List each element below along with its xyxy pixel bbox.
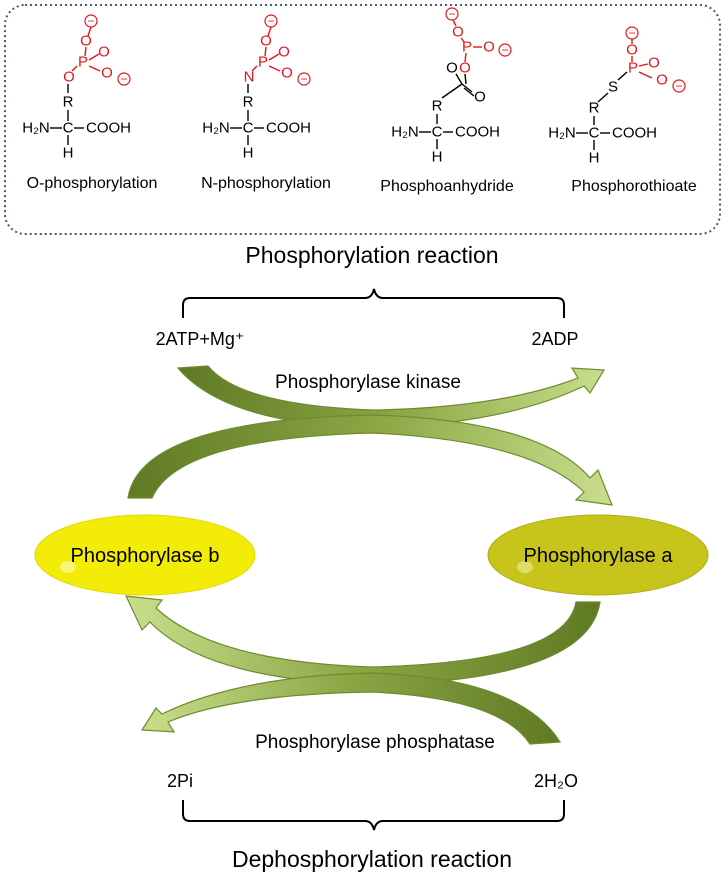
arrow-a-to-b (125, 595, 601, 686)
molecule-name: N-phosphorylation (201, 175, 331, 192)
phosphate-group: − O P O O − (625, 26, 686, 93)
svg-text:C: C (432, 124, 443, 141)
reactant-top-left: 2ATP+Mg⁺ (156, 329, 245, 349)
svg-text:−: − (675, 79, 682, 93)
molecule-o-phosphorylation: − O P O O − O R H₂N C COOH H O-phosphory… (22, 14, 157, 192)
svg-text:O: O (626, 42, 638, 59)
reactant-bottom-left: 2Pi (167, 771, 193, 791)
molecules-panel (4, 4, 721, 235)
svg-text:COOH: COOH (455, 124, 500, 141)
svg-text:COOH: COOH (86, 120, 131, 137)
molecule-phosphoanhydride: − O P O − O O O R H₂N C COOH H Phosphoan… (380, 7, 514, 195)
svg-text:H₂N: H₂N (391, 124, 419, 141)
svg-text:H₂N: H₂N (202, 120, 230, 137)
molecule-name: Phosphorothioate (571, 178, 697, 195)
reactant-top-right: 2ADP (531, 329, 578, 349)
arrow-b-to-a (127, 414, 613, 506)
svg-text:C: C (63, 120, 74, 137)
svg-text:O: O (260, 33, 272, 50)
svg-text:P: P (462, 39, 472, 56)
svg-text:H: H (243, 145, 254, 162)
svg-text:R: R (63, 94, 74, 111)
svg-text:R: R (589, 100, 600, 117)
svg-text:O: O (80, 33, 92, 50)
enzyme-kinase: Phosphorylase kinase (275, 372, 461, 393)
svg-text:H: H (432, 149, 443, 166)
svg-text:−: − (120, 72, 127, 86)
molecule-phosphorothioate: − O P O O − S R H₂N C COOH H Phosphoroth… (548, 26, 697, 195)
svg-text:COOH: COOH (266, 120, 311, 137)
svg-text:O: O (656, 72, 668, 89)
svg-text:P: P (78, 54, 88, 71)
svg-text:N: N (244, 69, 255, 86)
svg-text:O: O (446, 60, 458, 77)
svg-text:H: H (589, 150, 600, 167)
molecule-name: O-phosphorylation (27, 175, 158, 192)
phosphate-group: − O P O O − N (244, 14, 311, 86)
svg-text:R: R (432, 98, 443, 115)
phosphate-group: − O P O O − O (63, 14, 131, 86)
top-brace (182, 288, 565, 318)
svg-text:H: H (63, 145, 74, 162)
svg-text:P: P (258, 54, 268, 71)
svg-text:−: − (87, 14, 94, 28)
svg-text:O: O (474, 89, 486, 106)
svg-text:O: O (101, 65, 113, 82)
svg-text:O: O (281, 65, 293, 82)
svg-text:O: O (63, 69, 75, 86)
arrow-h2o-to-pi (140, 672, 562, 745)
svg-text:COOH: COOH (612, 125, 657, 142)
molecule-name: Phosphoanhydride (380, 178, 514, 195)
svg-text:O: O (648, 55, 660, 72)
svg-text:−: − (448, 7, 455, 21)
bottom-brace (182, 800, 565, 831)
state-phosphorylase-b: Phosphorylase b (34, 514, 256, 596)
svg-text:O: O (459, 60, 471, 77)
svg-text:−: − (300, 72, 307, 86)
reactant-bottom-right: 2H₂O (534, 771, 578, 791)
svg-text:−: − (501, 43, 508, 57)
state-phosphorylase-a: Phosphorylase a (487, 514, 709, 596)
svg-text:C: C (243, 120, 254, 137)
svg-text:O: O (278, 44, 290, 61)
state-label: Phosphorylase b (71, 545, 220, 567)
phosphorylation-title: Phosphorylation reaction (245, 242, 498, 268)
phosphate-group: − O P O − O (445, 7, 512, 77)
svg-text:H₂N: H₂N (548, 125, 576, 142)
svg-text:−: − (267, 14, 274, 28)
svg-text:S: S (608, 79, 618, 96)
svg-text:O: O (98, 44, 110, 61)
molecule-n-phosphorylation: − O P O O − N R H₂N C COOH H N-phosphory… (201, 14, 331, 192)
svg-text:−: − (628, 26, 635, 40)
svg-text:H₂N: H₂N (22, 120, 50, 137)
svg-text:O: O (483, 39, 495, 56)
svg-text:R: R (243, 94, 254, 111)
svg-text:C: C (589, 125, 600, 142)
svg-text:P: P (628, 60, 638, 77)
enzyme-phosphatase: Phosphorylase phosphatase (255, 732, 495, 753)
dephosphorylation-title: Dephosphorylation reaction (232, 846, 512, 872)
svg-text:O: O (452, 24, 464, 41)
state-label: Phosphorylase a (524, 545, 674, 567)
